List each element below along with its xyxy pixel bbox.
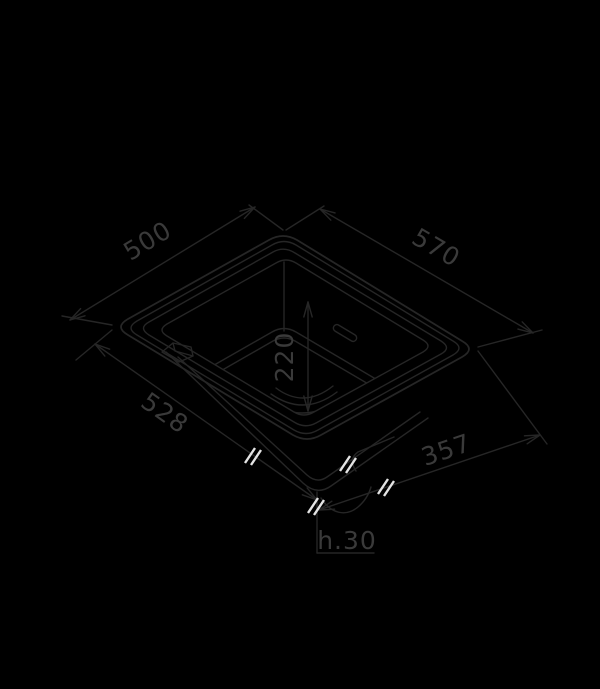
dimension-label-220: 220 (270, 332, 299, 383)
underbody-outer-edge (165, 351, 429, 491)
overflow-slot (332, 323, 358, 343)
h30-leader-curve (320, 486, 372, 514)
dimension-220: 220 (270, 301, 313, 412)
extension-top-corner-right (285, 205, 325, 231)
bowl-front-fillet-arc-2 (270, 391, 338, 406)
sink-underbody (161, 342, 429, 491)
rim-outer-edge (120, 235, 470, 440)
mounting-clip-left-edge (172, 342, 194, 357)
dimension-label-h30: h.30 (317, 526, 377, 555)
dimension-h30: h.30 (316, 486, 377, 555)
underbody-inner-edge (177, 356, 421, 481)
dimension-line-357 (318, 434, 541, 511)
bowl-floor-back-edge (162, 327, 428, 412)
dimension-line-528 (94, 343, 318, 501)
sink-rim-outline (120, 235, 470, 440)
rim-middle-edge (130, 240, 460, 435)
rim-inner-edge (142, 248, 448, 427)
dimension-line-570 (319, 208, 534, 334)
bowl-floor-back-edge-offset (162, 337, 428, 415)
extension-left-corner-up (61, 315, 113, 326)
underbody-corner-step (351, 436, 395, 472)
extension-top-corner-left (248, 204, 284, 231)
mounting-clip-left (161, 342, 194, 363)
dimension-line-500 (69, 206, 256, 321)
extension-right-corner-down (477, 350, 548, 445)
extension-left-corner-down (75, 329, 113, 361)
